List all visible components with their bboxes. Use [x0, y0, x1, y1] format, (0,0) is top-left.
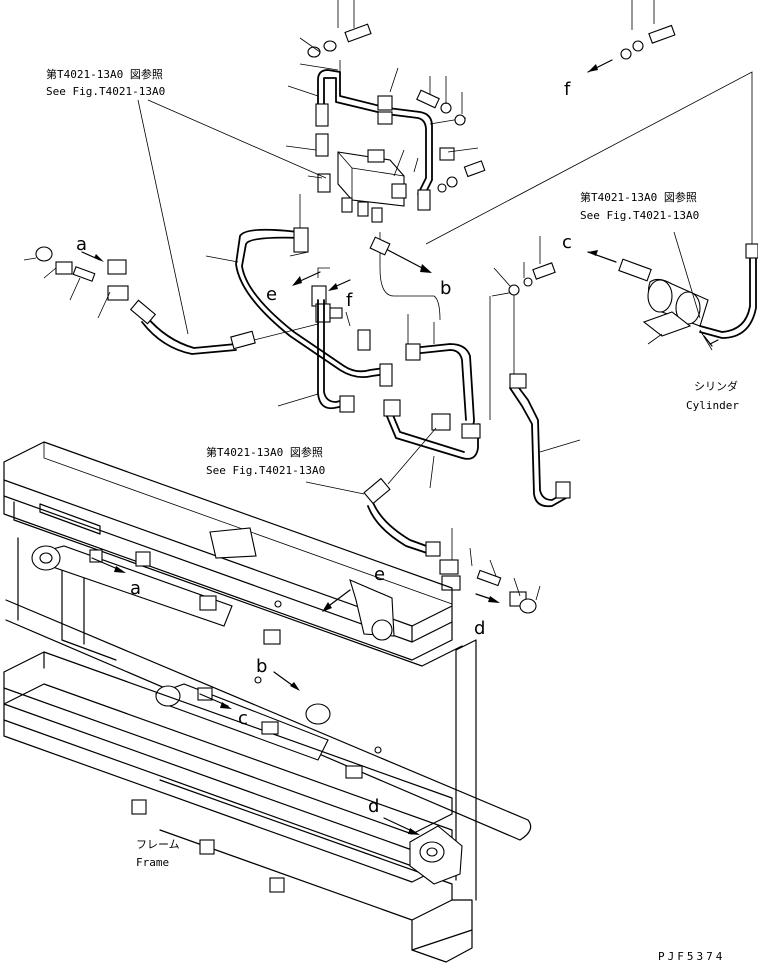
letter-c-top: c: [562, 232, 572, 253]
letter-e-top: e: [266, 284, 277, 305]
cylinder-hose: [587, 231, 758, 351]
letter-a-frame: a: [130, 578, 141, 599]
leader-to-cylinder-hose: [425, 71, 753, 246]
ref-middle-jp: 第T4021-13A0 図参照: [206, 445, 323, 459]
ref-top-left-jp: 第T4021-13A0 図参照: [46, 67, 163, 81]
valve-assembly: [285, 60, 479, 223]
right-tubes: [383, 291, 581, 508]
ref-leader-middle: [305, 481, 365, 495]
fitting-set-a: [23, 246, 129, 319]
letter-a-top: a: [76, 234, 87, 255]
ref-top-left-en: See Fig.T4021-13A0: [46, 85, 165, 98]
letter-b-frame: b: [256, 656, 267, 677]
arrow-d-frame: [383, 817, 415, 833]
letter-d-frame: d: [368, 796, 379, 817]
letter-f-mid: f: [346, 290, 353, 311]
letter-e-frame: e: [374, 564, 385, 585]
frame-label-jp: フレーム: [136, 838, 180, 851]
bolt-set-top: [299, 0, 486, 193]
drawing-code: PJF5374: [658, 950, 725, 963]
ref-top-right-en: See Fig.T4021-13A0: [580, 209, 699, 222]
cylinder-label-en: Cylinder: [686, 399, 739, 412]
bolt-set-c: [493, 236, 556, 296]
left-tube: [205, 194, 441, 413]
left-hose: [129, 267, 371, 355]
cylinder-label-jp: シリンダ: [694, 379, 738, 393]
arrow-b-top: [383, 247, 427, 271]
ref-leader-top-left: [137, 99, 327, 335]
ref-middle-en: See Fig.T4021-13A0: [206, 464, 325, 477]
bolt-set-f: [587, 0, 676, 73]
letter-d-top: d: [474, 618, 485, 639]
letter-c-frame: c: [238, 708, 248, 729]
frame-label-en: Frame: [136, 856, 169, 869]
arrow-e-top: [297, 271, 321, 283]
frame: [3, 441, 532, 963]
letter-b-top: b: [440, 278, 451, 299]
letter-f-top: f: [564, 79, 571, 100]
middle-hose: [363, 427, 541, 614]
ref-top-right-jp: 第T4021-13A0 図参照: [580, 190, 697, 204]
